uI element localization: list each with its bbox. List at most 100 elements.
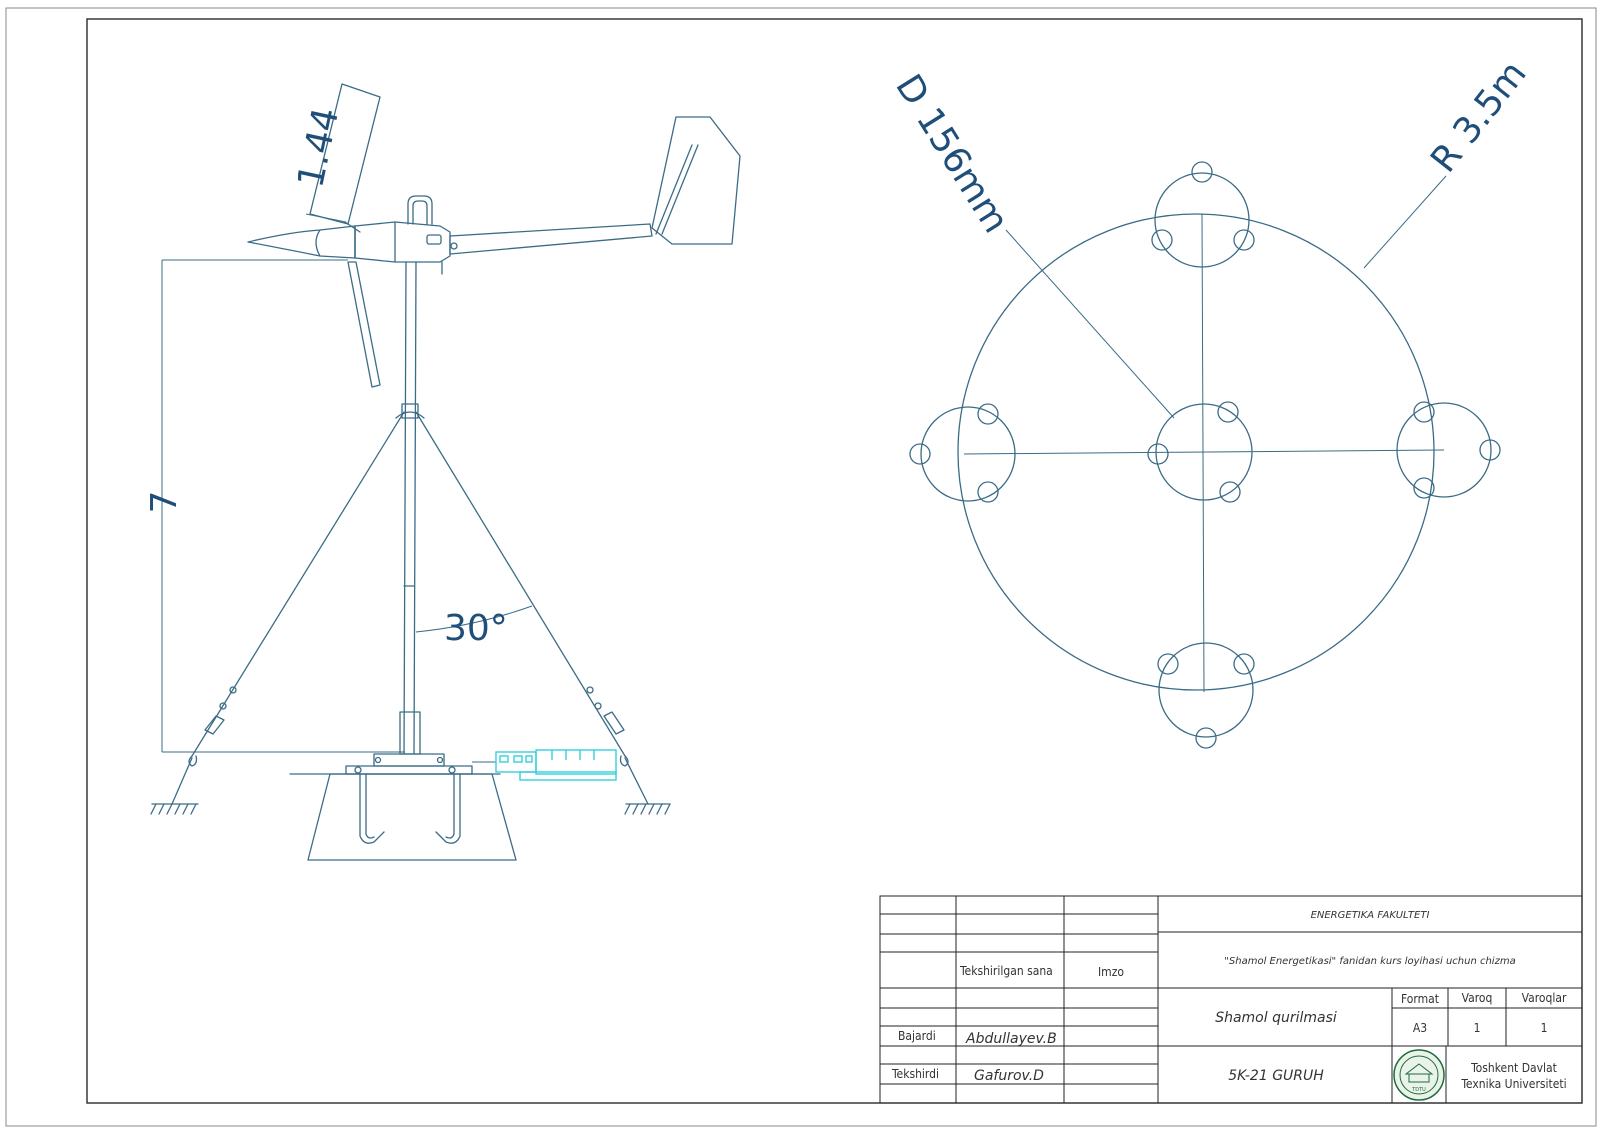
performed-name: Abdullayev.B xyxy=(965,1031,1057,1047)
plan-center-circle xyxy=(1155,403,1253,501)
controller-battery-unit xyxy=(472,749,617,781)
anchor-hook-left xyxy=(188,755,198,767)
lower-blade xyxy=(347,261,381,388)
dimension-blade: 1.44 xyxy=(290,104,347,191)
leader-diameter xyxy=(1005,229,1175,419)
nacelle-handle xyxy=(407,195,433,225)
plan-anchor-left-bolt-2 xyxy=(977,403,999,425)
base-bolt-1 xyxy=(354,766,362,774)
plan-center-bolt-left xyxy=(1147,443,1169,465)
dim-arc-angle xyxy=(415,605,533,633)
anchor-bolt-right-2 xyxy=(445,773,455,839)
sheet-border xyxy=(5,7,1597,1127)
plan-anchor-left xyxy=(920,406,1016,502)
upper-blade-root xyxy=(344,221,361,233)
plan-anchor-top-bolt-3 xyxy=(1233,229,1255,251)
anchor-bolt-right xyxy=(435,773,461,844)
plan-anchor-right-bolt-3 xyxy=(1479,439,1501,461)
university-line-2: Texnika Universiteti xyxy=(1460,1077,1566,1091)
guy-eye-left-2 xyxy=(219,702,227,710)
drawing-name: Shamol qurilmasi xyxy=(1215,1010,1337,1026)
anchor-bolt-left xyxy=(359,773,385,844)
checked-name: Gafurov.D xyxy=(974,1068,1044,1084)
leader-radius xyxy=(1363,175,1447,269)
spinner xyxy=(247,225,356,259)
nacelle xyxy=(354,221,451,263)
base-plate xyxy=(373,753,445,767)
plan-anchor-right-bolt-2 xyxy=(1413,477,1435,499)
foundation xyxy=(307,773,517,861)
plan-main-circle xyxy=(957,213,1435,691)
ground-anchor-right xyxy=(624,757,649,805)
ground-hatch-right xyxy=(624,803,671,815)
signature-label: Imzo xyxy=(1098,965,1124,979)
checked-label: Tekshirdi xyxy=(891,1067,939,1081)
guy-wire-left xyxy=(191,411,405,757)
format-value: A3 xyxy=(1413,1021,1427,1035)
ground-hatch-left xyxy=(150,803,197,815)
tail-vane-strut-2 xyxy=(661,144,699,235)
dim-line-blade xyxy=(305,213,347,223)
plan-axis-horizontal xyxy=(963,449,1445,455)
anchor-bolt-left-2 xyxy=(365,773,375,839)
dimension-height: 7 xyxy=(144,491,185,514)
plan-anchor-right xyxy=(1396,402,1492,498)
guy-eye-left-1 xyxy=(229,686,237,694)
tail-vane-strut xyxy=(655,144,693,235)
tower-left xyxy=(403,261,407,755)
nacelle-handle-inner xyxy=(412,200,428,225)
nacelle-plate xyxy=(426,234,442,245)
guy-eye-right-1 xyxy=(586,686,594,694)
course-subtitle: "Shamol Energetikasi" fanidan kurs loyih… xyxy=(1224,956,1515,967)
base-bolt-2 xyxy=(448,766,456,774)
title-block: Tekshirilgan sana Imzo Bajardi Abdullaye… xyxy=(879,895,1583,1104)
plan-axis-vertical xyxy=(1201,213,1205,693)
sheets-value: 1 xyxy=(1541,1021,1548,1035)
plan-view: D 156mm R 3.5m xyxy=(887,54,1535,749)
performed-label: Bajardi xyxy=(898,1029,936,1043)
guy-eye-right-2 xyxy=(594,702,602,710)
spinner-tip xyxy=(315,229,321,257)
svg-text:TDTU: TDTU xyxy=(1411,1087,1426,1093)
plan-anchor-bottom-bolt-1 xyxy=(1157,653,1179,675)
university-line-1: Toshkent Davlat xyxy=(1470,1061,1557,1075)
base-bolt-4 xyxy=(436,756,444,764)
dimension-diameter: D 156mm xyxy=(887,68,1016,241)
drawing-frame xyxy=(86,18,1583,1104)
format-label: Format xyxy=(1401,992,1439,1006)
sheet-value: 1 xyxy=(1474,1021,1481,1035)
upper-blade xyxy=(309,83,381,225)
ground-anchor-left xyxy=(171,757,193,805)
plan-center-bolt-top xyxy=(1217,401,1239,423)
tail-boom xyxy=(449,223,653,255)
guy-ring xyxy=(395,411,425,419)
guy-wire-right xyxy=(415,411,626,757)
sheet-label: Varoq xyxy=(1462,991,1493,1005)
nacelle-bolt xyxy=(450,242,458,250)
checked-date-label: Tekshirilgan sana xyxy=(959,964,1053,978)
dimension-angle: 30° xyxy=(444,608,508,649)
plan-anchor-left-bolt-3 xyxy=(977,481,999,503)
turbine-side-view: 7 1.44 30° xyxy=(144,83,741,861)
plan-anchor-bottom xyxy=(1158,642,1254,738)
base-bolt-3 xyxy=(374,756,382,764)
group-name: 5K-21 GURUH xyxy=(1228,1068,1324,1084)
plan-center-bolt-bottom xyxy=(1219,481,1241,503)
plan-anchor-bottom-bolt-2 xyxy=(1233,653,1255,675)
sheets-label: Varoqlar xyxy=(1522,991,1567,1005)
mast-collar-top xyxy=(401,403,419,419)
faculty-title: ENERGETIKA FAKULTETI xyxy=(1311,910,1430,921)
plan-anchor-right-bolt-1 xyxy=(1413,401,1435,423)
plan-anchor-bottom-bolt-3 xyxy=(1195,727,1217,749)
tail-vane xyxy=(651,116,741,245)
dimension-radius: R 3.5m xyxy=(1423,54,1535,181)
plan-anchor-top xyxy=(1154,172,1250,268)
turnbuckle-left xyxy=(204,715,225,735)
turnbuckle-right xyxy=(603,711,625,735)
anchor-hook-right xyxy=(619,755,629,767)
university-logo: TDTU xyxy=(1393,1049,1445,1101)
plan-anchor-left-bolt-1 xyxy=(909,443,931,465)
plan-anchor-top-bolt-1 xyxy=(1191,161,1213,183)
mast-collar-bottom xyxy=(399,711,421,755)
